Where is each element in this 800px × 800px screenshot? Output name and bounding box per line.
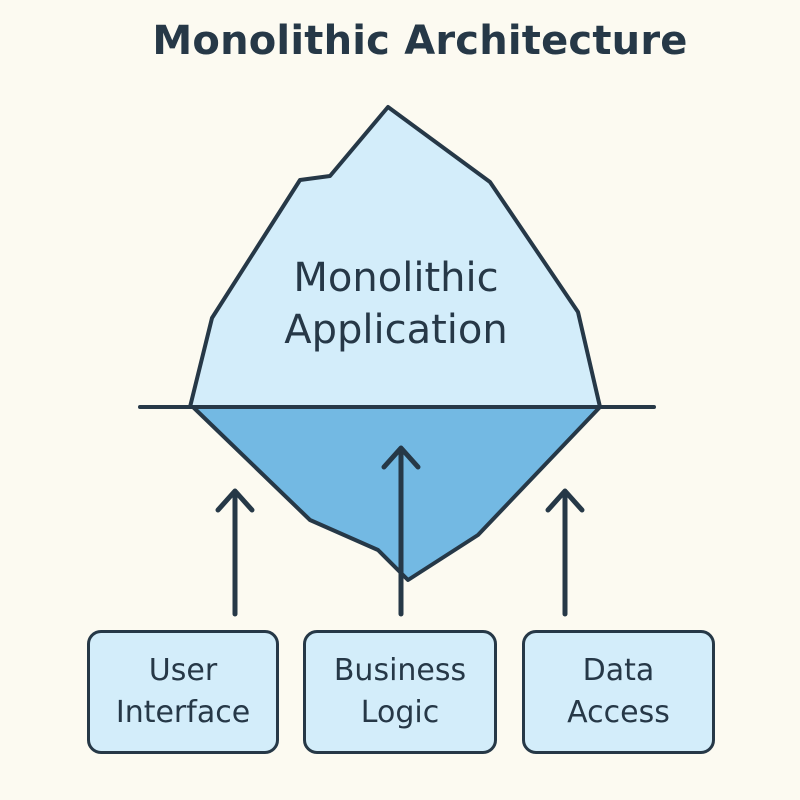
diagram-title: Monolithic Architecture — [152, 18, 688, 64]
component-label-line1: Business — [333, 653, 467, 688]
component-box-business-logic: Business Logic — [303, 630, 497, 754]
arrow-user-interface — [215, 488, 255, 617]
component-label-line1: User — [148, 653, 218, 688]
arrow-business-logic — [381, 445, 421, 617]
component-box-user-interface: User Interface — [87, 630, 279, 754]
iceberg-label: Monolithic Application — [196, 252, 596, 356]
component-label-line1: Data — [582, 653, 655, 688]
iceberg-label-line1: Monolithic — [293, 255, 499, 301]
component-label-line2: Interface — [115, 695, 251, 730]
iceberg-tip — [188, 105, 602, 409]
component-box-data-access: Data Access — [522, 630, 715, 754]
iceberg-submerged — [191, 405, 602, 582]
component-label-line2: Access — [567, 695, 670, 730]
iceberg-label-line2: Application — [284, 307, 508, 353]
arrow-data-access — [545, 488, 585, 617]
component-label-line2: Logic — [360, 695, 440, 730]
